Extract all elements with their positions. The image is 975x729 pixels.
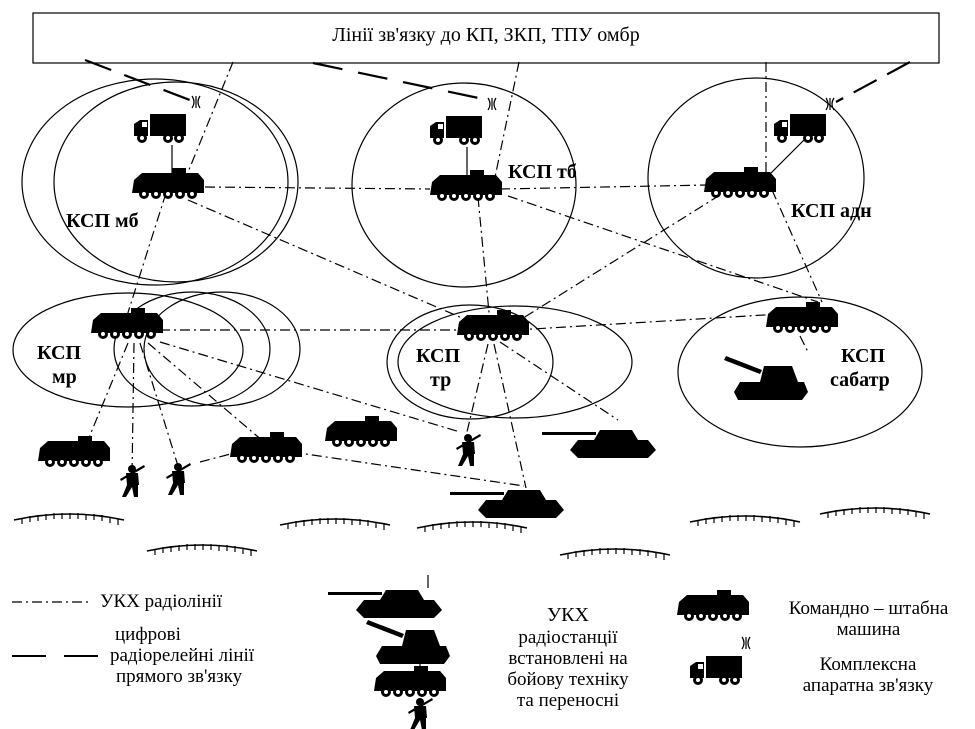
- legend-apc-icon: [374, 666, 446, 697]
- label-ksp-mr-2: мр: [52, 366, 77, 388]
- legend-stations-1: УКХ: [547, 604, 589, 626]
- command-vehicle-sabatr: [766, 302, 838, 333]
- label-ksp-mr-1: КСП: [37, 342, 82, 364]
- antenna-icon: [825, 97, 835, 111]
- label-ksp-tr-2: тр: [430, 369, 452, 391]
- legend-stations-4: бойову техніку: [507, 669, 629, 690]
- complex-apparatus-truck-adn: [774, 114, 826, 143]
- label-ksp-mb: КСП мб: [66, 210, 139, 232]
- legend-soldier-icon: [408, 698, 433, 729]
- command-vehicle-mb: [132, 168, 204, 199]
- legend-ukh-lines: УКХ радіолінії: [100, 591, 223, 612]
- legend-digital-3: прямого зв'язку: [116, 666, 243, 687]
- command-vehicle-adn: [704, 167, 776, 198]
- complex-apparatus-truck-tb: [430, 116, 482, 145]
- legend-complex-2: апаратна зв'язку: [802, 675, 934, 696]
- ksp-mb-area: [21, 78, 299, 286]
- legend-command: Командно – штабна машина: [766, 598, 971, 640]
- legend-complex-1: Комплексна: [819, 654, 917, 675]
- ksp-adn-area: [647, 77, 865, 279]
- ksp-tb-area: [351, 82, 577, 288]
- legend-complex: Комплексна апаратна зв'язку: [768, 654, 968, 696]
- soldier-icon: [456, 434, 481, 466]
- header-title: Лінії зв'язку до КП, ЗКП, ТПУ омбр: [332, 24, 640, 46]
- legend-digital-1: цифрові: [115, 624, 181, 645]
- vhf-lines: [87, 61, 823, 489]
- legend-digital-2: радіорелейні лінії: [110, 645, 255, 666]
- ksp-sabatr-area: [677, 296, 923, 448]
- relay-lines: [84, 58, 911, 104]
- ksp-tr-area: [386, 304, 633, 420]
- complex-apparatus-truck-mb: [134, 114, 186, 143]
- legend-tank-icon: [328, 590, 442, 618]
- antenna-icon: [487, 97, 497, 111]
- legend-stations-3: встановлені на: [508, 648, 628, 669]
- apc-vehicle: [38, 436, 110, 467]
- tank-icon: [542, 430, 656, 458]
- soldier-icon: [120, 465, 145, 497]
- label-ksp-adn: КСП адн: [791, 200, 872, 222]
- command-vehicle-tb: [430, 170, 502, 201]
- antenna-icon: [741, 636, 751, 650]
- command-vehicle-tr: [457, 310, 529, 341]
- apc-vehicle: [230, 432, 302, 463]
- command-vehicle-mr: [91, 308, 163, 339]
- legend-stations-5: та переносні: [516, 690, 620, 711]
- entrenchment-lines: [13, 506, 931, 561]
- artillery-icon: [724, 356, 808, 400]
- legend-stations: УКХ радіостанції встановлені на бойову т…: [468, 603, 668, 711]
- tank-icon: [450, 490, 564, 518]
- header-box: [32, 12, 940, 64]
- legend-command-vehicle-icon: [677, 590, 749, 621]
- label-ksp-tb: КСП тб: [508, 161, 577, 183]
- legend-command-1: Командно – штабна: [788, 598, 949, 619]
- antenna-icon: [191, 95, 201, 109]
- label-ksp-sabatr-1: КСП: [841, 345, 886, 367]
- legend-truck-icon: [690, 656, 742, 685]
- ksp-mr-area: [12, 291, 301, 408]
- legend-stations-2: радіостанції: [518, 627, 618, 648]
- apc-vehicle: [325, 416, 397, 447]
- label-ksp-tr-1: КСП: [416, 345, 461, 367]
- soldier-icon: [166, 463, 191, 495]
- label-ksp-sabatr-2: сабатр: [830, 369, 890, 391]
- legend-artillery-icon: [366, 620, 450, 664]
- legend-command-2: машина: [836, 619, 901, 640]
